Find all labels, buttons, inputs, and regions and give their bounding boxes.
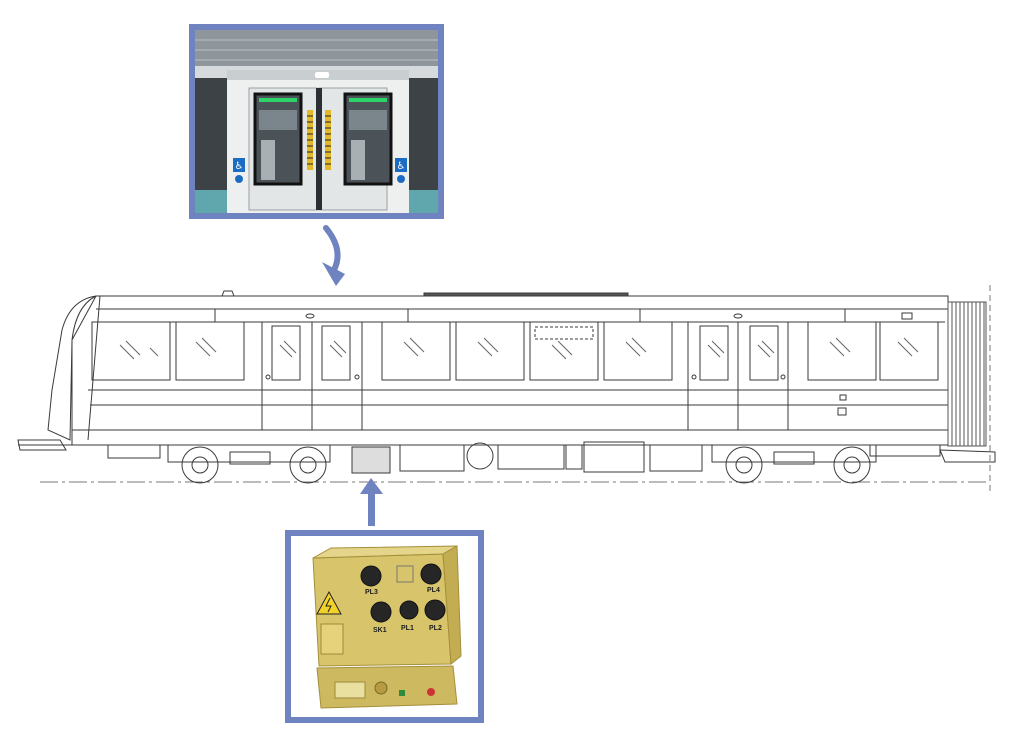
car-body-outline [71, 295, 949, 446]
door [737, 321, 789, 431]
svg-text:♿: ♿ [235, 161, 244, 172]
high-voltage-icon [316, 590, 342, 615]
equipment-photo-callout: PL3 PL4 SK1 PL1 PL2 [285, 530, 484, 723]
window [529, 321, 599, 381]
electrical-junction-box-photo: PL3 PL4 SK1 PL1 PL2 [291, 536, 478, 717]
connector-label-pl3: PL3 [365, 589, 378, 596]
connector-label-pl4: PL4 [427, 587, 440, 594]
window [175, 321, 245, 381]
junction-box-location [351, 446, 391, 474]
connector-label-pl2: PL2 [429, 625, 442, 632]
window [879, 321, 939, 381]
window [91, 321, 171, 381]
window [455, 321, 525, 381]
wheelchair-icon: ♿ [395, 158, 407, 183]
door [311, 321, 363, 431]
straight-arrow-up [360, 478, 383, 526]
connector-label-sk1: SK1 [373, 627, 387, 634]
window [807, 321, 877, 381]
curved-arrow-down [322, 225, 345, 286]
window [603, 321, 673, 381]
connector-label-pl1: PL1 [401, 625, 414, 632]
train-door-photo: ♿ ♿ [195, 30, 438, 213]
svg-text:♿: ♿ [397, 161, 406, 172]
door-photo-callout: ♿ ♿ [189, 24, 444, 219]
window [381, 321, 451, 381]
wheelchair-icon: ♿ [233, 158, 245, 183]
